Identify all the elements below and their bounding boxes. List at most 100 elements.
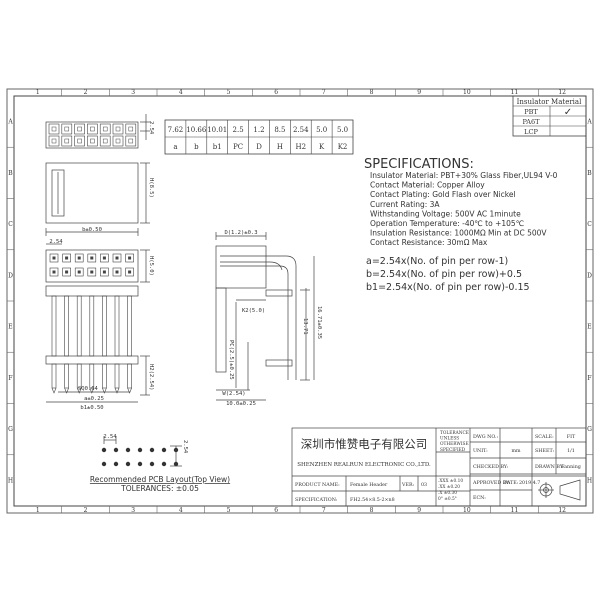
spec-line: Operation Temperature: -40℃ to +105℃ (370, 219, 524, 228)
col-number-bottom: 1 (36, 507, 40, 514)
dim-d: D(1.2)±0.3 (224, 230, 257, 236)
row-letter-right: B (587, 170, 592, 177)
dim-table-key: PC (233, 143, 243, 151)
row-letter-left: G (8, 426, 13, 433)
col-number-top: 1 (36, 89, 40, 96)
insulator-title: Insulator Material (517, 98, 582, 106)
approved-by-label: APPROVED BY: (472, 480, 511, 486)
col-number-bottom: 4 (179, 507, 183, 514)
dim-pcb-pitch-x: 2.54 (103, 434, 117, 440)
dim-table-key: K (319, 143, 325, 151)
scale-label: SCALE: (535, 434, 554, 440)
date-label: DATE: (503, 480, 519, 486)
row-letter-left: C (8, 221, 13, 228)
tolerance-note: UNLESS (440, 437, 459, 442)
col-number-bottom: 11 (511, 507, 519, 514)
tolerance-note: OTHERWISE (440, 442, 469, 447)
col-number-bottom: 10 (463, 507, 471, 514)
row-letters-left: A B C D E F G H (7, 119, 14, 484)
sheet-label: SHEET: (535, 448, 555, 454)
dim-table-value: 2.5 (233, 126, 244, 134)
product-name-label: PRODUCT NAME: (295, 482, 340, 488)
tolerance-row: .XX ±0.20 (438, 485, 460, 490)
col-number-bottom: 9 (417, 507, 421, 514)
dim-table-value: 1.2 (253, 126, 264, 134)
insulator-row-lcp: LCP (524, 128, 538, 136)
col-number-top: 6 (274, 89, 278, 96)
top-view (45, 114, 150, 149)
row-letter-left: H (8, 477, 13, 484)
ver-value: 03 (421, 482, 427, 488)
dim-13: 13.71 (302, 318, 308, 335)
spec-formula: a=2.54x(No. of pin per row-1) (366, 256, 508, 267)
col-number-bottom: 12 (558, 507, 566, 514)
col-number-top: 4 (179, 89, 183, 96)
checked-by-label: CHECKED BY: (473, 464, 508, 470)
col-number-top: 10 (463, 89, 471, 96)
col-number-bottom: 8 (370, 507, 374, 514)
dim-k2: K2(5.0) (242, 308, 265, 314)
tolerance-note: TOLERANCE (440, 431, 469, 436)
side-view (215, 232, 315, 401)
col-number-bottom: 5 (227, 507, 231, 514)
ver-label: VER: (401, 482, 415, 488)
row-letter-left: A (7, 119, 13, 126)
col-number-top: 5 (227, 89, 231, 96)
dim-table-value: 8.5 (274, 126, 285, 134)
row-letter-right: G (587, 426, 592, 433)
row-letter-right: A (586, 119, 592, 126)
row-letter-left: E (8, 324, 12, 331)
pcb-tolerance: TOLERANCES: ±0.05 (120, 484, 199, 493)
dim-top-pitch: 2.54 (148, 121, 154, 135)
dim-table-value: 10.66 (186, 126, 207, 134)
dim-table-key: D (256, 143, 262, 151)
dim-b1: b1±0.50 (80, 405, 103, 411)
unit-value: mm (511, 449, 521, 454)
dim-table-value: 5.0 (337, 126, 348, 134)
insulator-table: Insulator Material PBT PA6T LCP ✓ (512, 95, 587, 137)
dim-pc: PC(2.5)±0.25 (228, 340, 234, 380)
tolerance-note: SPECIFIED (440, 448, 466, 453)
dim-table-key: b (194, 143, 199, 151)
dim-pcb-pitch-y: 2.54 (182, 440, 188, 454)
drawn-by-value: Fanning (561, 464, 581, 470)
dim-w2: 10.0±0.25 (226, 401, 256, 407)
dimension-table: 7.62a10.66b10.01b12.5PC1.2D8.5H2.54H25.0… (164, 119, 354, 155)
row-letter-left: F (8, 375, 12, 382)
tolerance-row: .XXX ±0.10 (438, 479, 463, 484)
row-letter-left: D (8, 272, 13, 279)
pcb-caption: Recommended PCB Layout(Top View) (90, 475, 230, 484)
dim-table-value: 7.62 (168, 126, 184, 134)
row-letter-right: D (587, 272, 592, 279)
dim-a: a±0.25 (84, 396, 104, 402)
drawn-by-label: DRAWN BY: (535, 464, 564, 470)
col-number-top: 7 (322, 89, 326, 96)
spec-line: Current Rating: 3A (370, 200, 440, 209)
dim-front-pitch: 2.54 (49, 239, 63, 245)
dim-h-body: H(8.5) (148, 178, 154, 198)
col-number-top: 8 (370, 89, 374, 96)
col-number-bottom: 6 (274, 507, 278, 514)
dim-w: W(2.54) (222, 391, 245, 397)
dim-table-value: 5.0 (316, 126, 327, 134)
dim-b-tol: b±0.50 (82, 227, 102, 233)
company-name-en: SHENZHEN REALRUN ELECTRONIC CO.,LTD. (297, 462, 431, 468)
dwg-no-label: DWG NO.: (473, 434, 499, 440)
col-number-top: 3 (131, 89, 135, 96)
col-number-bottom: 7 (322, 507, 326, 514)
row-letter-right: F (587, 375, 591, 382)
dim-h2: H2(2.54) (148, 364, 154, 391)
row-letter-left: B (8, 170, 13, 177)
tolerance-row: .X ±0.30 (438, 491, 457, 496)
tolerance-row: 0° ±0.5° (438, 497, 457, 502)
spec-line: Insulation Resistance: 1000MΩ Min at DC … (370, 229, 547, 238)
title-block (291, 427, 587, 507)
spec-label: SPECIFICATION: (295, 497, 338, 503)
specifications: SPECIFICATIONS: Insulator Material: PBT+… (364, 157, 558, 293)
scale-value: FIT (567, 434, 576, 440)
dim-16: 16.71±0.35 (316, 306, 322, 339)
